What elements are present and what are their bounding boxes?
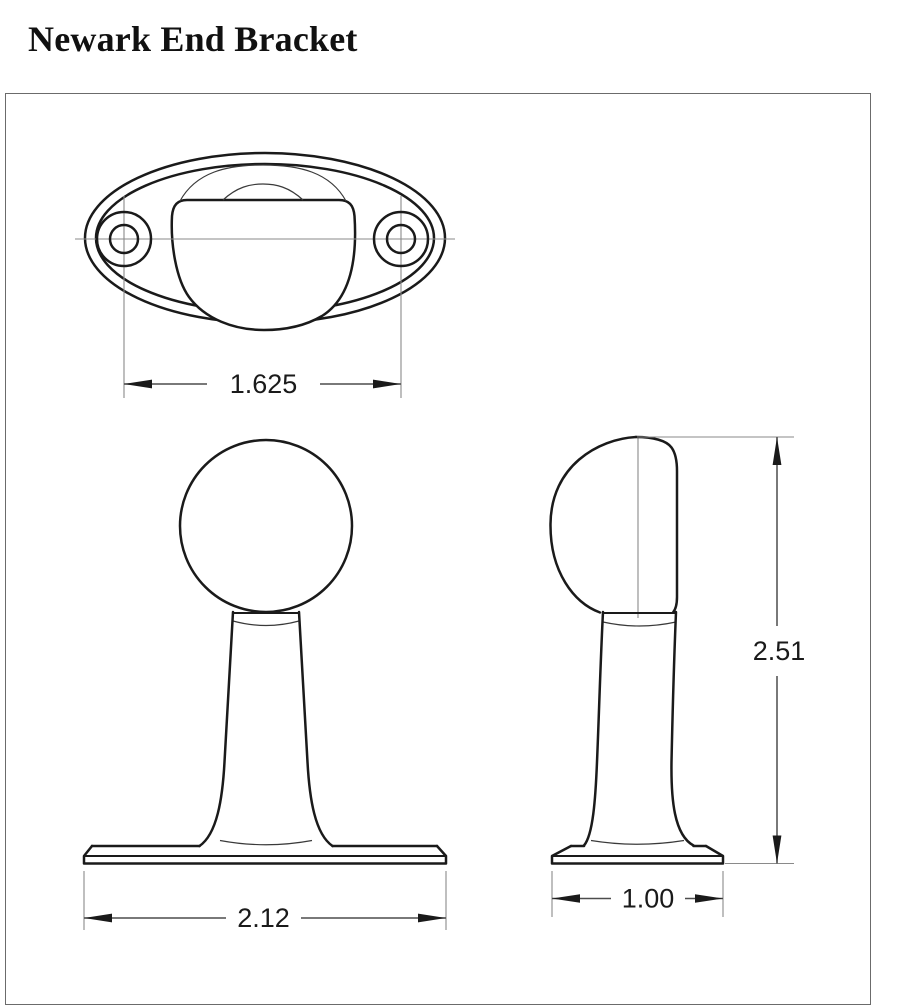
- stem-left-edge: [582, 610, 605, 847]
- right-screw-hole-counterbore: [372, 210, 430, 268]
- ball-right-profile: [634, 435, 679, 614]
- stem-base-ring-line: [219, 839, 313, 846]
- ball-silhouette-arc-small: [222, 183, 304, 201]
- arrowhead-down: [772, 835, 782, 864]
- top-view: [75, 151, 455, 398]
- arrowhead-up: [772, 437, 782, 465]
- bracket-technical-drawing: 1.625 2.12: [75, 151, 806, 933]
- arrowhead-left: [124, 379, 152, 389]
- stem-right-edge: [670, 610, 695, 847]
- stem-right-edge: [297, 610, 334, 848]
- stem-left-edge: [198, 610, 235, 848]
- front-view: [82, 438, 448, 865]
- ball-outline: [178, 438, 354, 614]
- ball-left-profile: [549, 435, 638, 614]
- arrowhead-left: [552, 894, 580, 903]
- dimension-overall-height: 2.51: [637, 436, 806, 865]
- dimension-value-overall-height: 2.51: [753, 636, 806, 666]
- right-screw-hole: [385, 223, 417, 255]
- dimension-hole-spacing: 1.625: [124, 369, 401, 399]
- dimension-value-hole-spacing: 1.625: [230, 369, 298, 399]
- arrowhead-right: [418, 913, 446, 923]
- page: { "page": { "title": "Newark End Bracket…: [5, 19, 871, 1005]
- base-plate-outline: [550, 844, 725, 865]
- dimension-base-width: 1.00: [551, 871, 724, 917]
- neck-ring-line: [232, 620, 300, 627]
- arrowhead-right: [373, 379, 401, 389]
- dimension-value-base-length: 2.12: [237, 903, 290, 933]
- dimension-value-base-width: 1.00: [622, 884, 675, 914]
- left-screw-hole-counterbore: [95, 210, 153, 268]
- ball-silhouette-arc-large: [179, 164, 347, 202]
- neck-ring-line: [602, 621, 677, 627]
- page-title: Newark End Bracket: [28, 19, 358, 59]
- ball-dome-outline: [170, 198, 357, 332]
- side-view: [549, 435, 725, 865]
- dimension-base-length: 2.12: [83, 871, 447, 933]
- arrowhead-right: [695, 894, 723, 903]
- left-screw-hole: [108, 223, 140, 255]
- arrowhead-left: [84, 913, 112, 923]
- base-plate-outline: [82, 844, 448, 865]
- stem-base-ring-line: [590, 839, 685, 845]
